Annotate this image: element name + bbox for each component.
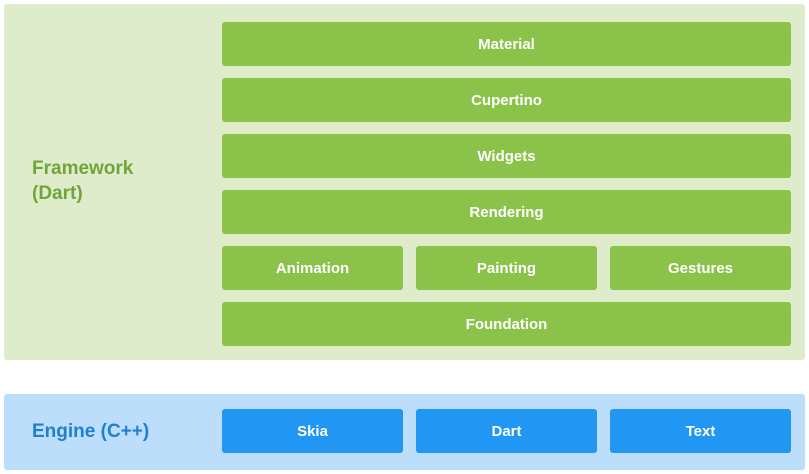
- framework-label: Framework (Dart): [32, 158, 134, 204]
- engine-label: Engine (C++): [32, 421, 150, 442]
- foundation-block: Foundation: [222, 302, 791, 346]
- animation-block: Animation: [222, 246, 403, 290]
- material-block: Material: [222, 22, 791, 66]
- cupertino-block: Cupertino: [222, 78, 791, 122]
- skia-block: Skia: [222, 409, 403, 453]
- dart-block: Dart: [416, 409, 597, 453]
- widgets-block: Widgets: [222, 134, 791, 178]
- engine-panel: Engine (C++) Skia Dart Text: [4, 394, 805, 470]
- gestures-block: Gestures: [610, 246, 791, 290]
- rendering-block: Rendering: [222, 190, 791, 234]
- text-block: Text: [610, 409, 791, 453]
- framework-panel: Framework (Dart) Material Cupertino Widg…: [4, 4, 805, 360]
- painting-block: Painting: [416, 246, 597, 290]
